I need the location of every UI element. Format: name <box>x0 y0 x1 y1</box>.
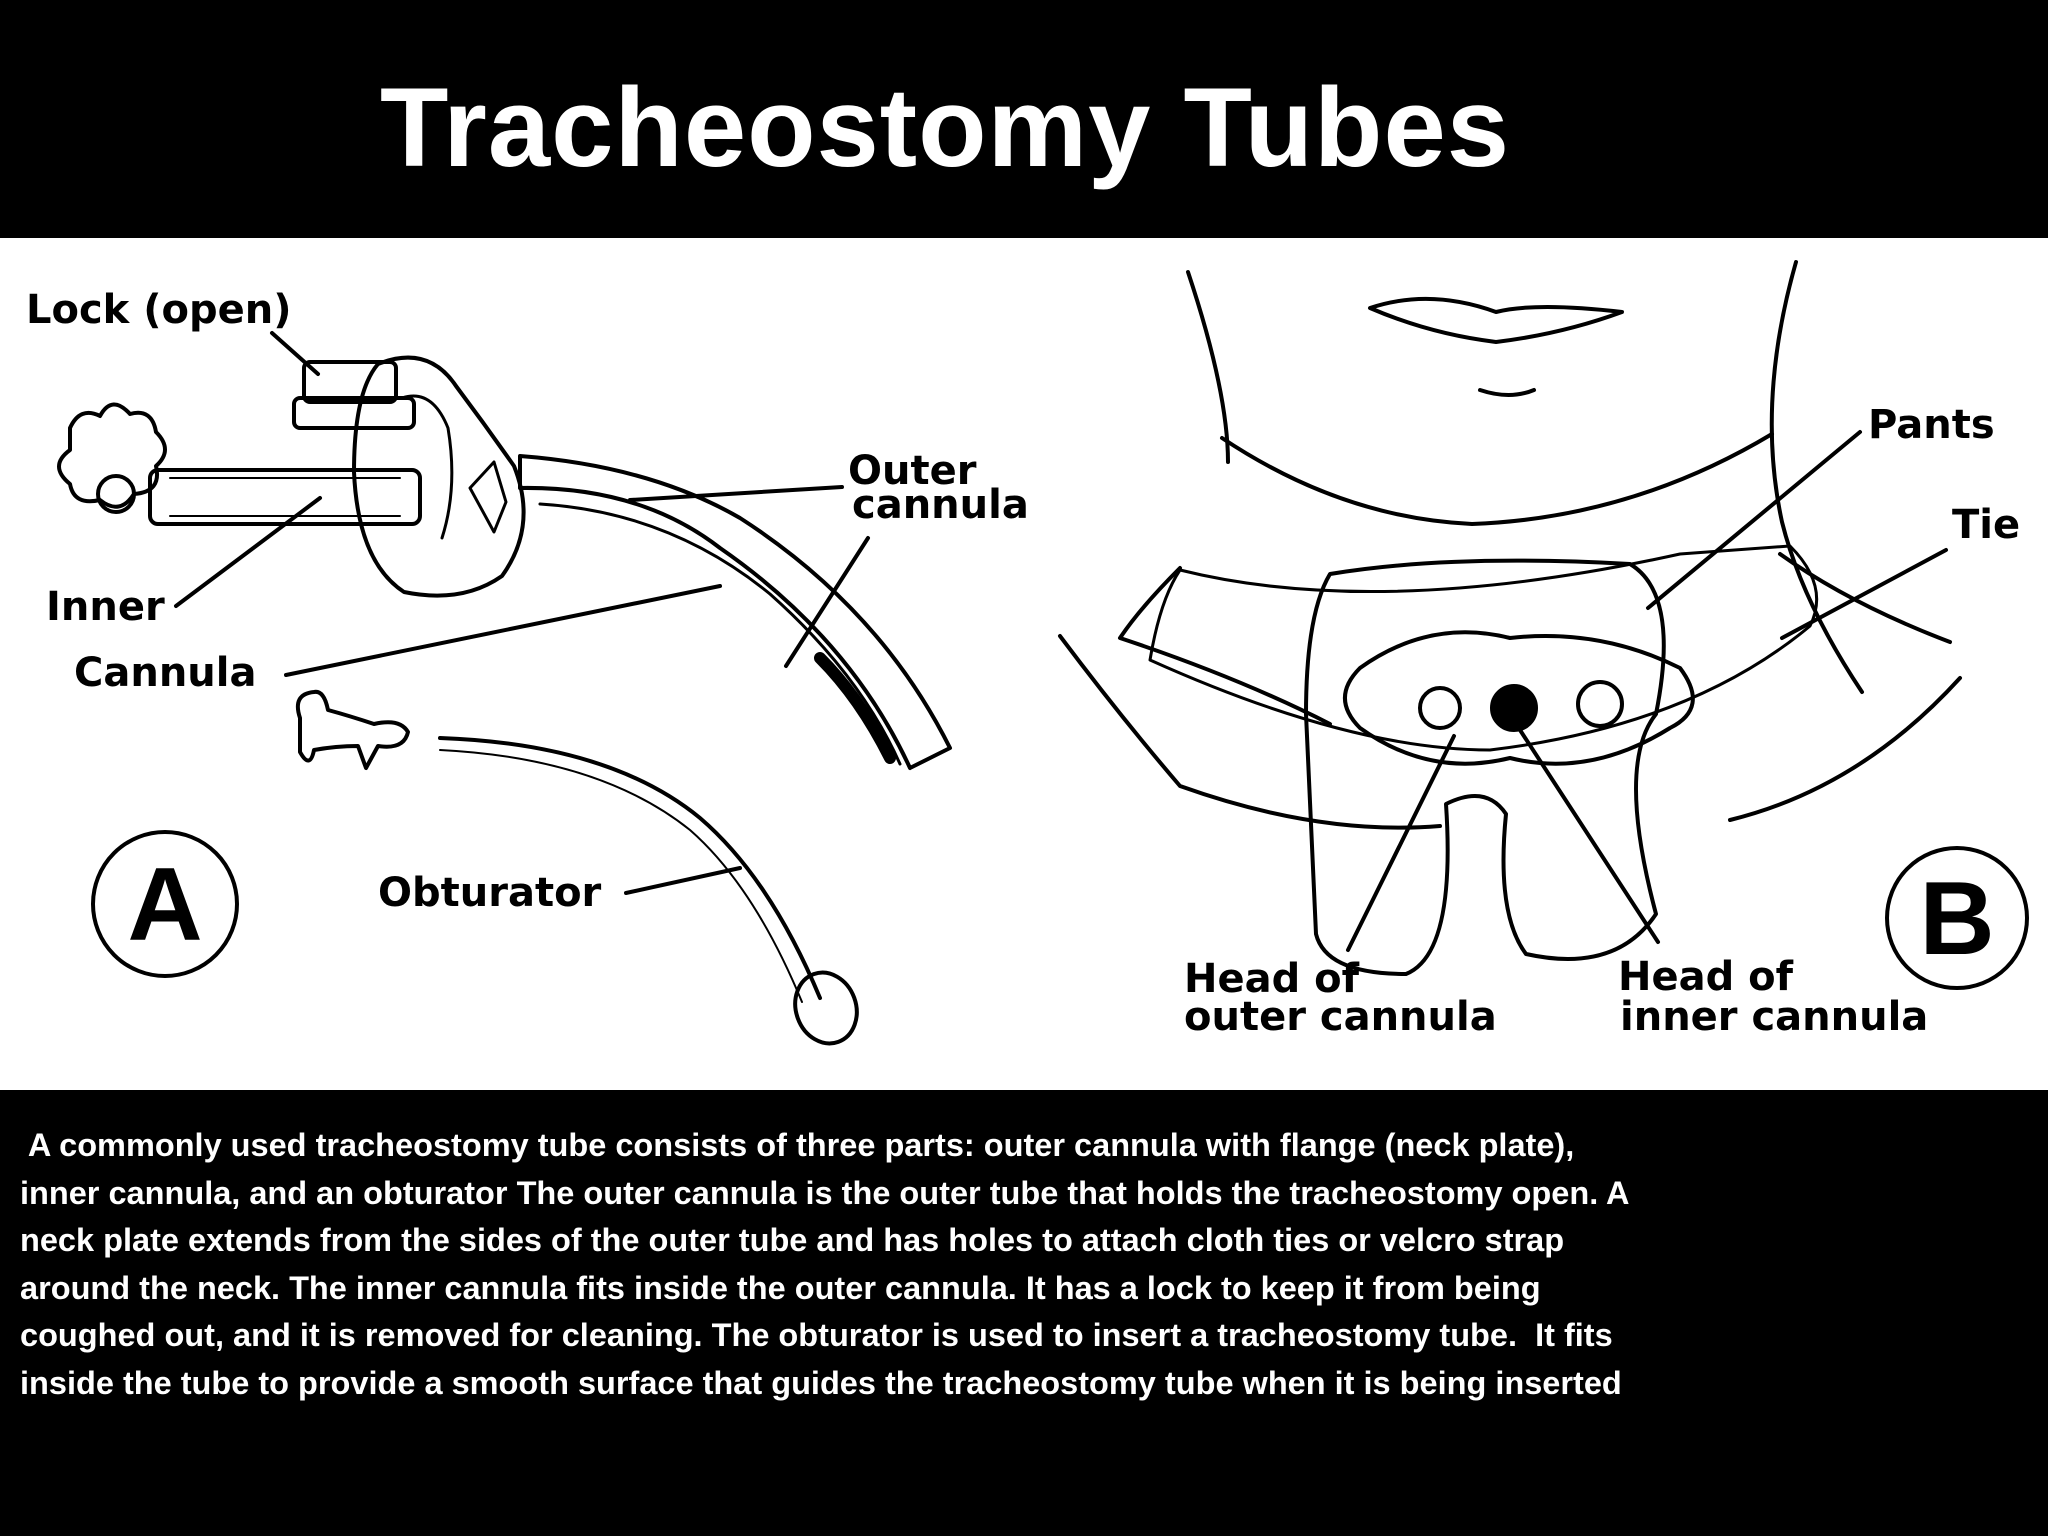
label-head-inner-line2: inner cannula <box>1620 994 1928 1040</box>
panel-a-circle <box>91 830 239 978</box>
lips <box>1368 296 1624 344</box>
pants-gauze <box>1304 558 1666 976</box>
tie-band <box>1148 544 1819 752</box>
caption-line: inside the tube to provide a smooth surf… <box>20 1364 1622 1401</box>
obturator <box>295 689 410 770</box>
caption-line: coughed out, and it is removed for clean… <box>20 1317 1613 1353</box>
label-outer-cannula-line1: Outer <box>848 448 977 494</box>
flange <box>352 355 526 598</box>
outer-cannula-tube <box>518 454 952 770</box>
neck-illustration <box>1058 260 2029 990</box>
label-pants: Pants <box>1868 402 1995 448</box>
page-title: Tracheostomy Tubes <box>380 65 1511 190</box>
caption-line: around the neck. The inner cannula fits … <box>20 1269 1541 1306</box>
title-band: Tracheostomy Tubes <box>0 0 2048 238</box>
caption-line: A commonly used tracheostomy tube consis… <box>20 1127 1575 1163</box>
lock <box>302 360 398 404</box>
tube-illustration <box>57 331 952 1046</box>
diagram-svg: Lock (open) Outer cannula Inner Cannula … <box>26 260 2029 1046</box>
label-cannula: Cannula <box>74 650 256 696</box>
panel-b-letter: B <box>1919 861 1994 977</box>
label-inner: Inner <box>46 584 165 630</box>
caption-line: inner cannula, and an obturator The oute… <box>20 1174 1630 1211</box>
caption-line: neck plate extends from the sides of the… <box>20 1222 1565 1258</box>
obturator-tip <box>793 970 859 1046</box>
label-outer-cannula-line2: cannula <box>852 482 1029 528</box>
panel-b-circle <box>1885 846 2029 990</box>
label-head-outer-line1: Head of <box>1184 956 1360 1002</box>
label-head-outer-line2: outer cannula <box>1184 994 1497 1040</box>
cap-hole <box>96 474 136 514</box>
label-lock-open: Lock (open) <box>26 287 292 333</box>
diagram-figure: Lock (open) Outer cannula Inner Cannula … <box>0 238 2048 1090</box>
diagram-labels: Lock (open) Outer cannula Inner Cannula … <box>26 287 2020 1040</box>
inner-cannula-cap <box>57 402 167 509</box>
collar <box>1118 566 1332 726</box>
caption-text: A commonly used tracheostomy tube consis… <box>20 1122 2030 1407</box>
neck-plate <box>1343 630 1695 766</box>
label-head-inner-line1: Head of <box>1618 954 1794 1000</box>
panel-a-letter: A <box>127 847 202 963</box>
label-tie: Tie <box>1952 502 2020 548</box>
label-obturator: Obturator <box>378 870 602 916</box>
